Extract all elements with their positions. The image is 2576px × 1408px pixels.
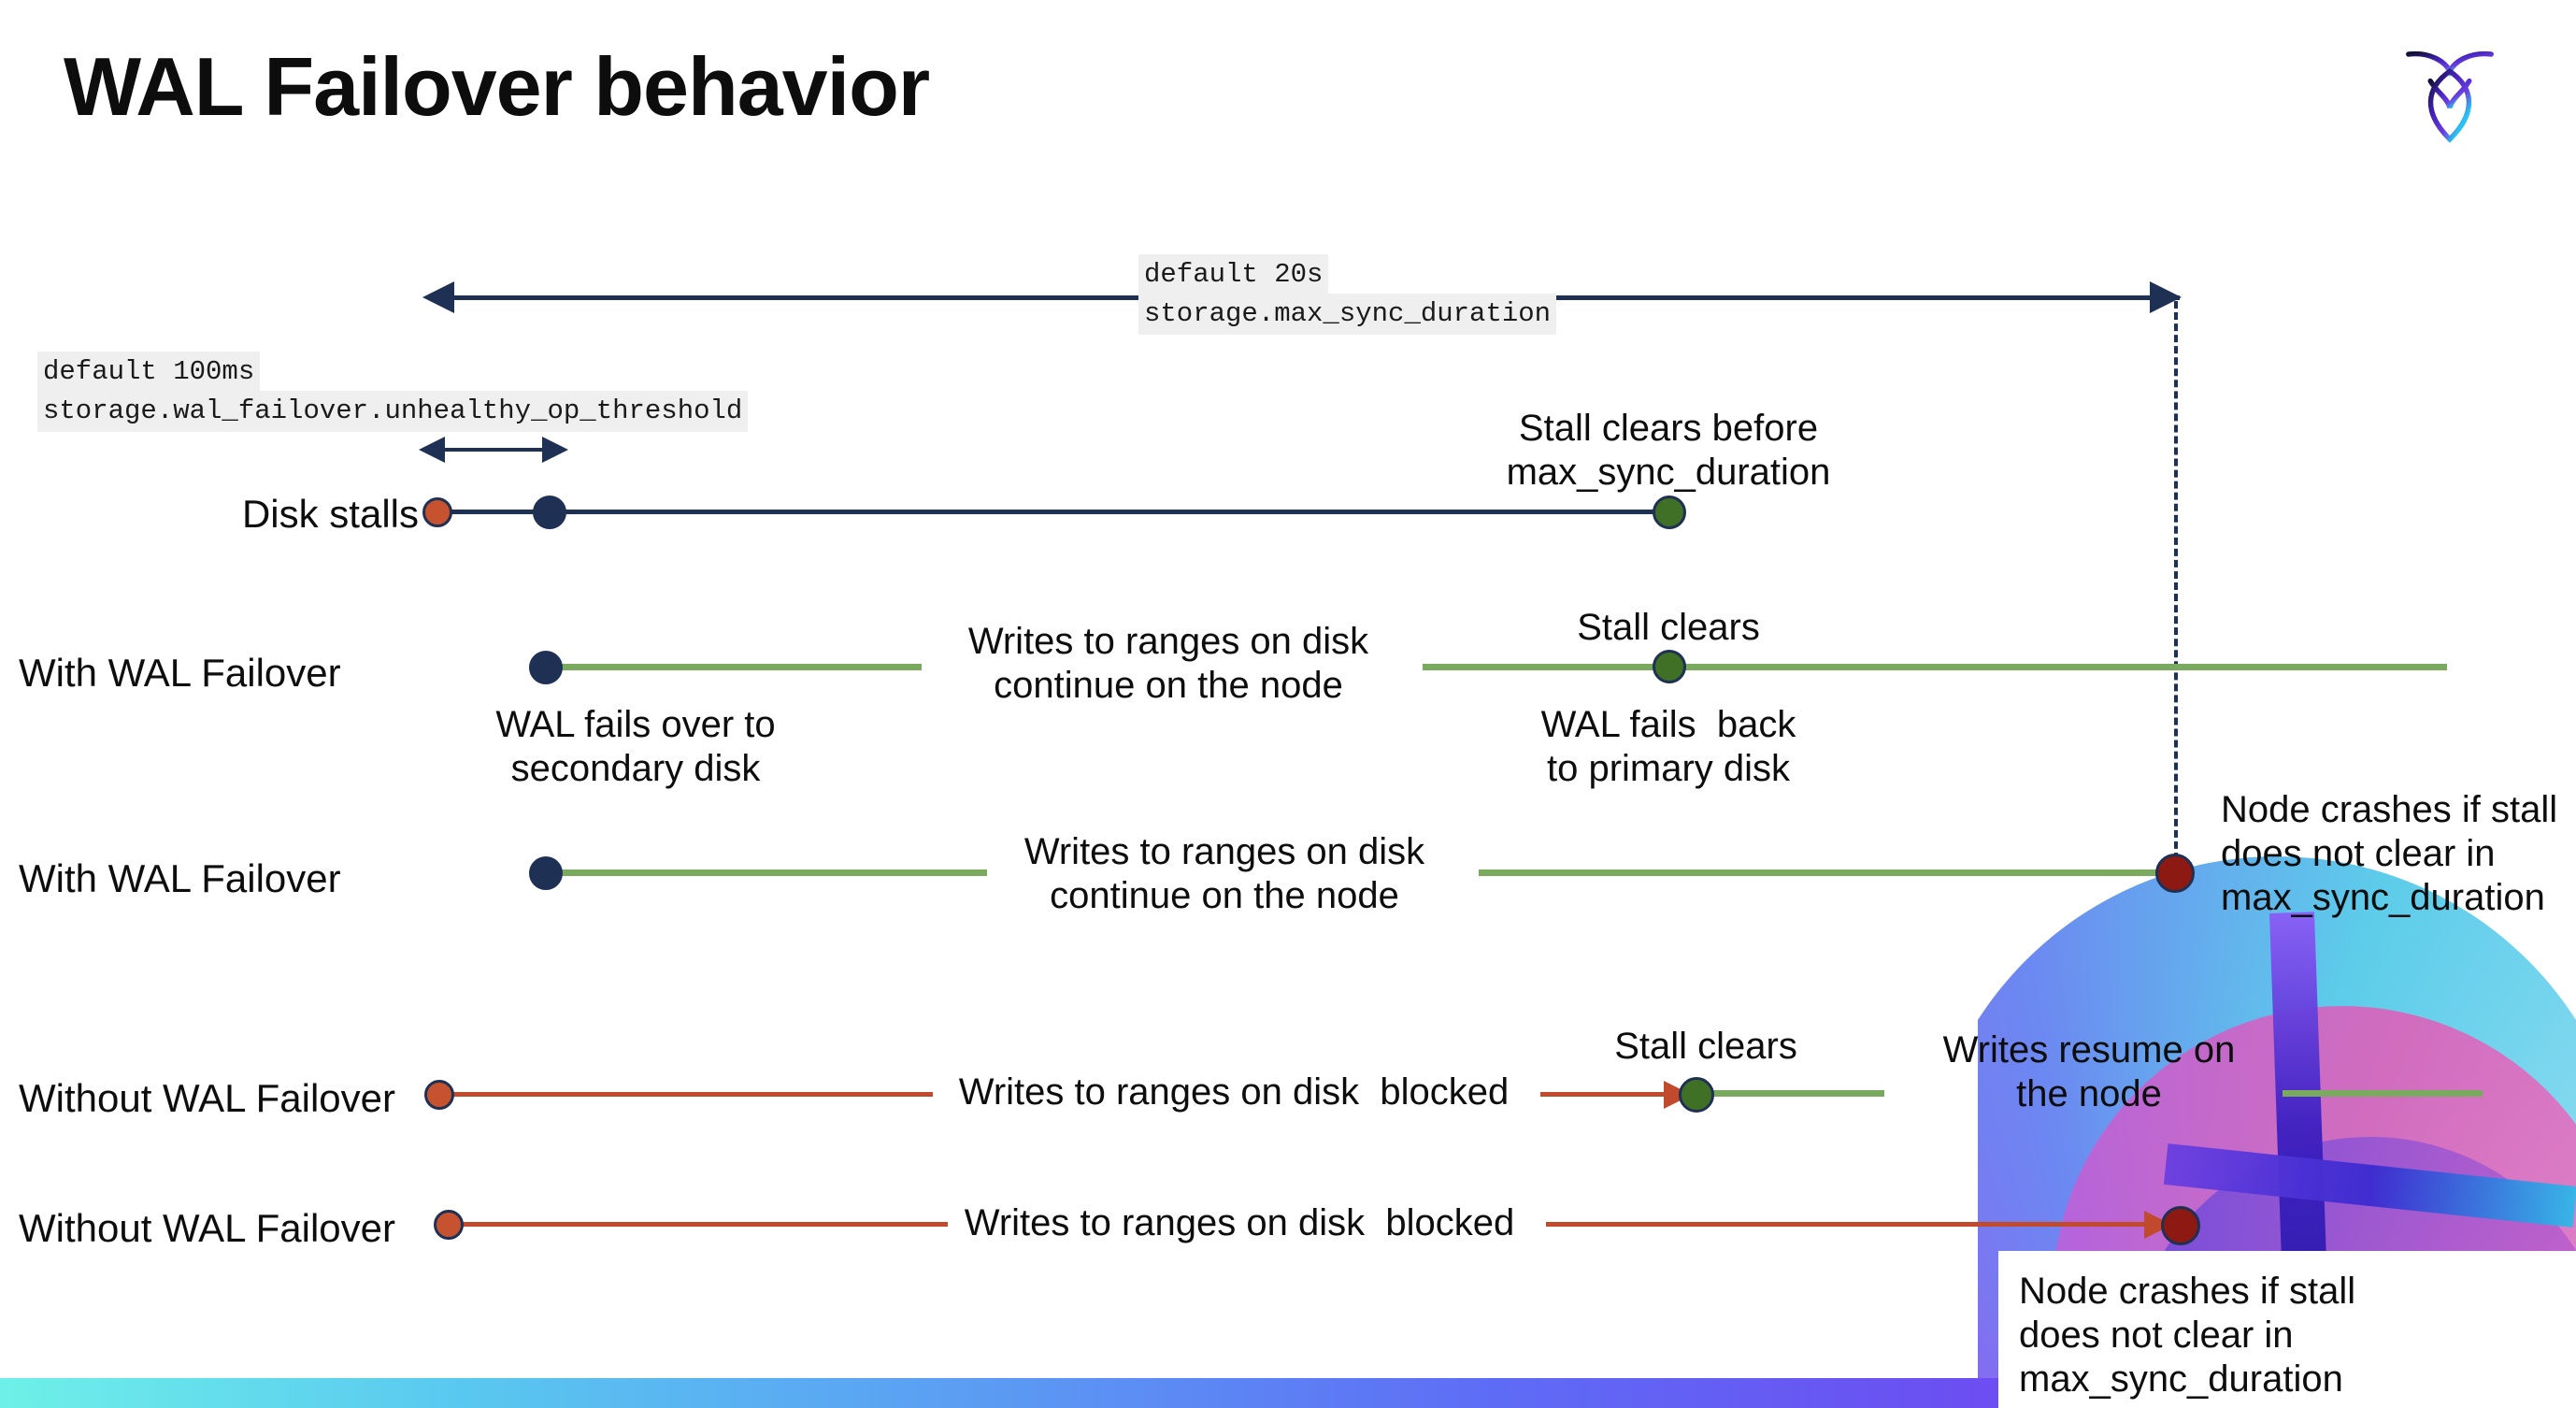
row-label-with-wal-failover-2: With WAL Failover: [19, 856, 341, 900]
disk-stalls-threshold-dot: [533, 496, 566, 529]
cockroachdb-logo-icon: [2389, 30, 2511, 151]
with-failover-2-failover-dot: [529, 856, 563, 890]
max-sync-setting-label: storage.max_sync_duration: [1138, 294, 1557, 335]
without-failover-1-green-segment-tail: [2283, 1090, 2483, 1097]
unhealthy-arrow-right-icon: [542, 437, 568, 463]
unhealthy-setting-label: storage.wal_failover.unhealthy_op_thresh…: [37, 391, 749, 432]
without-failover-2-crash-dot: [2161, 1206, 2200, 1245]
note-stall-clears-1: Stall clears: [1577, 607, 1760, 648]
row-label-disk-stalls: Disk stalls: [241, 492, 419, 536]
with-failover-1-green-segment-b: [1423, 664, 2447, 670]
note-writes-continue-1-line1: Writes to ranges on disk: [967, 621, 1369, 662]
without-failover-1-red-segment-b: [1540, 1092, 1671, 1097]
with-failover-1-clear-dot: [1653, 650, 1686, 683]
note-wal-fails-over-line1: WAL fails over to: [495, 704, 776, 745]
without-failover-2-start-dot: [434, 1210, 464, 1240]
with-failover-1-failover-dot: [529, 651, 563, 684]
unhealthy-threshold-span-line: [437, 448, 559, 452]
note-writes-blocked-2: Writes to ranges on disk blocked: [964, 1202, 1515, 1243]
note-writes-continue-2-line2: continue on the node: [1050, 875, 1399, 916]
unhealthy-arrow-left-icon: [419, 437, 445, 463]
note-node-crashes-2-line3: max_sync_duration: [2221, 877, 2545, 918]
note-stall-clears-before-line1: Stall clears before: [1518, 408, 1819, 449]
unhealthy-default-label: default 100ms: [37, 352, 261, 393]
note-writes-resume-line1: Writes resume on: [1942, 1029, 2236, 1070]
with-failover-2-green-segment-b: [1479, 869, 2180, 876]
max-sync-default-label: default 20s: [1138, 254, 1329, 295]
without-failover-1-start-dot: [424, 1080, 454, 1110]
note-writes-continue-1-line2: continue on the node: [994, 665, 1343, 706]
crash-note-backdrop: [1998, 1251, 2576, 1408]
note-node-crashes-2-line2: does not clear in: [2221, 833, 2496, 874]
note-writes-resume-line2: the node: [2016, 1073, 2162, 1114]
row-label-without-wal-failover-2: Without WAL Failover: [19, 1206, 395, 1250]
disk-stalls-start-dot: [422, 497, 452, 527]
note-wal-fails-back-line2: to primary disk: [1546, 748, 1791, 789]
without-failover-1-clear-dot: [1679, 1077, 1714, 1113]
note-node-crashes-3-line2: does not clear in: [2019, 1315, 2294, 1356]
disk-stalls-clear-dot: [1653, 496, 1686, 529]
note-stall-clears-before-line2: max_sync_duration: [1506, 452, 1831, 493]
page-title: WAL Failover behavior: [64, 40, 930, 133]
max-sync-arrow-left-icon: [422, 281, 454, 313]
with-failover-2-crash-dot: [2155, 854, 2195, 893]
note-node-crashes-3-line1: Node crashes if stall: [2019, 1271, 2356, 1312]
note-writes-blocked-1: Writes to ranges on disk blocked: [958, 1071, 1510, 1113]
row-label-with-wal-failover-1: With WAL Failover: [19, 651, 341, 695]
with-failover-2-green-segment-a: [542, 869, 987, 876]
note-wal-fails-back-line1: WAL fails back: [1540, 704, 1796, 745]
without-failover-1-red-segment-a: [439, 1092, 933, 1097]
note-node-crashes-2-line1: Node crashes if stall: [2221, 789, 2558, 830]
max-sync-dashed-guideline: [2174, 301, 2178, 871]
without-failover-2-red-segment-b: [1546, 1222, 2152, 1227]
note-writes-continue-2-line1: Writes to ranges on disk: [1023, 831, 1425, 872]
disk-stalls-timeline: [437, 510, 1673, 514]
without-failover-1-green-segment: [1710, 1090, 1884, 1097]
with-failover-1-green-segment-a: [542, 664, 922, 670]
note-stall-clears-2: Stall clears: [1614, 1026, 1797, 1067]
note-node-crashes-3-line3: max_sync_duration: [2019, 1358, 2343, 1400]
without-failover-2-red-segment-a: [449, 1222, 948, 1227]
note-wal-fails-over-line2: secondary disk: [510, 748, 761, 789]
row-label-without-wal-failover-1: Without WAL Failover: [19, 1076, 395, 1120]
